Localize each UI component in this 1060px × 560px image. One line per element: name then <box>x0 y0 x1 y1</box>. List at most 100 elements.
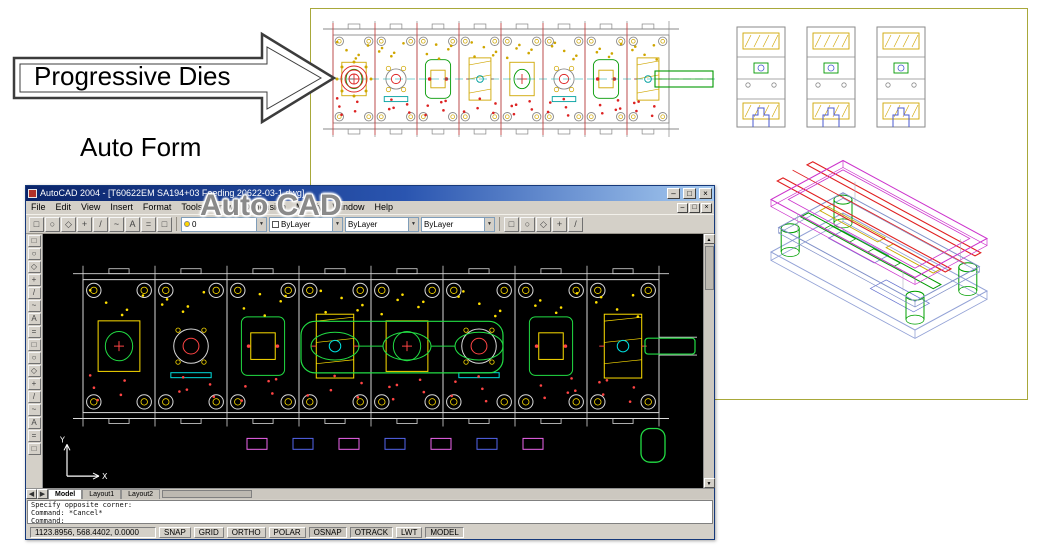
scrollbar-thumb[interactable] <box>162 490 253 498</box>
menu-help[interactable]: Help <box>374 202 394 212</box>
tool-button-icon[interactable]: / <box>93 216 108 232</box>
toggle-model[interactable]: MODEL <box>425 526 464 538</box>
menu-edit[interactable]: Edit <box>55 202 72 212</box>
document-window-buttons: – □ × <box>677 202 714 213</box>
tool-button-icon[interactable]: A <box>27 313 41 325</box>
lineweight-combo[interactable]: ByLayer ▼ <box>421 216 495 232</box>
toggle-polar[interactable]: POLAR <box>268 526 306 538</box>
menu-items: File Edit View Insert Format Tools Draw Dimensi… <box>26 201 398 214</box>
tool-button-icon[interactable]: ◇ <box>536 216 551 232</box>
menu-window[interactable]: Window <box>332 202 365 212</box>
tool-button-icon[interactable]: □ <box>27 443 41 455</box>
menu-format[interactable]: Format <box>142 202 172 212</box>
toolbar-separator <box>176 217 177 231</box>
tool-button-icon[interactable]: ~ <box>109 216 124 232</box>
tool-button-icon[interactable]: ○ <box>27 248 41 260</box>
auto-cad-label: Auto CAD <box>200 189 342 222</box>
tool-button-icon[interactable]: A <box>27 417 41 429</box>
tool-button-icon[interactable]: ◇ <box>27 365 41 377</box>
die-strip-2d-drawing <box>323 21 715 137</box>
toggle-otrack[interactable]: OTRACK <box>349 526 394 538</box>
tool-button-icon[interactable]: A <box>125 216 140 232</box>
tool-button-icon[interactable]: / <box>27 287 41 299</box>
chevron-down-icon[interactable]: ▼ <box>484 217 494 231</box>
tool-button-icon[interactable]: ~ <box>27 404 41 416</box>
command-line[interactable]: Specify opposite corner:Command: *Cancel… <box>27 500 713 524</box>
progressive-dies-label: Progressive Dies <box>34 61 231 91</box>
tool-button-icon[interactable]: ◇ <box>27 261 41 273</box>
layer-color-icon <box>184 221 190 227</box>
tab-layout2[interactable]: Layout2 <box>121 489 161 499</box>
doc-restore-button[interactable]: □ <box>689 202 700 213</box>
section-views-drawing <box>736 26 926 128</box>
tab-scroll-right-icon[interactable]: ▶ <box>37 489 48 499</box>
toggle-lwt[interactable]: LWT <box>396 526 423 538</box>
tool-button-icon[interactable]: ~ <box>27 300 41 312</box>
tab-model[interactable]: Model <box>48 489 83 499</box>
toggle-snap[interactable]: SNAP <box>159 526 191 538</box>
tool-button-icon[interactable]: □ <box>504 216 519 232</box>
scroll-up-icon[interactable]: ▲ <box>703 234 715 244</box>
doc-minimize-button[interactable]: – <box>677 202 688 213</box>
tool-button-icon[interactable]: = <box>27 430 41 442</box>
close-button[interactable]: × <box>699 188 712 199</box>
tool-button-icon[interactable]: ◇ <box>61 216 76 232</box>
menu-insert[interactable]: Insert <box>110 202 133 212</box>
vertical-scrollbar[interactable]: ▲ ▼ <box>703 234 715 488</box>
chevron-down-icon[interactable]: ▼ <box>408 217 418 231</box>
tab-layout1[interactable]: Layout1 <box>82 489 122 499</box>
horizontal-scrollbar[interactable] <box>160 489 714 499</box>
toggle-osnap[interactable]: OSNAP <box>308 526 347 538</box>
tool-button-icon[interactable]: / <box>27 391 41 403</box>
restore-button[interactable]: □ <box>683 188 696 199</box>
chevron-down-icon[interactable]: ▼ <box>332 217 342 231</box>
toggle-grid[interactable]: GRID <box>193 526 224 538</box>
tool-button-icon[interactable]: ○ <box>27 352 41 364</box>
scrollbar-thumb[interactable] <box>704 246 714 290</box>
menu-tools[interactable]: Tools <box>181 202 203 212</box>
toggle-ortho[interactable]: ORTHO <box>226 526 266 538</box>
color-combo[interactable]: ByLayer ▼ <box>269 216 343 232</box>
tab-scroll-left-icon[interactable]: ◀ <box>26 489 37 499</box>
linetype-combo[interactable]: ByLayer ▼ <box>345 216 419 232</box>
menu-draw[interactable]: Draw <box>212 202 234 212</box>
progressive-dies-arrow <box>10 28 350 128</box>
draw-toolbar: □○◇+/~A=□○◇+/~A=□ <box>26 234 43 488</box>
toolbar: □○◇+/~A=□ 0 ▼ ByLayer ▼ ByLayer ▼ ByLaye… <box>26 214 714 234</box>
command-line-text: Command: *Cancel* <box>31 509 103 517</box>
titlebar[interactable]: AutoCAD 2004 - [T60622EM SA194+03 Feedin… <box>26 186 714 201</box>
tool-button-icon[interactable]: = <box>141 216 156 232</box>
menu-view[interactable]: View <box>81 202 101 212</box>
doc-close-button[interactable]: × <box>701 202 712 213</box>
tool-button-icon[interactable]: + <box>552 216 567 232</box>
tool-button-icon[interactable]: ○ <box>520 216 535 232</box>
tool-button-icon[interactable]: □ <box>29 216 44 232</box>
tool-button-icon[interactable]: ○ <box>45 216 60 232</box>
tool-button-icon[interactable]: + <box>77 216 92 232</box>
scroll-down-icon[interactable]: ▼ <box>703 478 715 488</box>
tool-button-icon[interactable]: + <box>27 274 41 286</box>
svg-text:X: X <box>102 472 108 481</box>
menu-dimension[interactable]: Dimension <box>243 202 286 212</box>
tool-button-icon[interactable]: = <box>27 326 41 338</box>
tool-button-icon[interactable]: / <box>568 216 583 232</box>
chevron-down-icon[interactable]: ▼ <box>256 217 266 231</box>
window-title: AutoCAD 2004 - [T60622EM SA194+03 Feedin… <box>40 188 305 198</box>
menu-modify[interactable]: Modify <box>295 202 323 212</box>
tool-button-icon[interactable]: □ <box>157 216 172 232</box>
command-line-text: Specify opposite corner: <box>31 501 133 509</box>
minimize-button[interactable]: – <box>667 188 680 199</box>
layer-combo[interactable]: 0 ▼ <box>181 216 267 232</box>
tool-button-icon[interactable]: □ <box>27 339 41 351</box>
menu-file[interactable]: File <box>31 202 46 212</box>
color-value: ByLayer <box>281 219 311 229</box>
tool-button-icon[interactable]: □ <box>27 235 41 247</box>
iso-3d-die-drawing <box>769 159 989 339</box>
tool-button-icon[interactable]: + <box>27 378 41 390</box>
